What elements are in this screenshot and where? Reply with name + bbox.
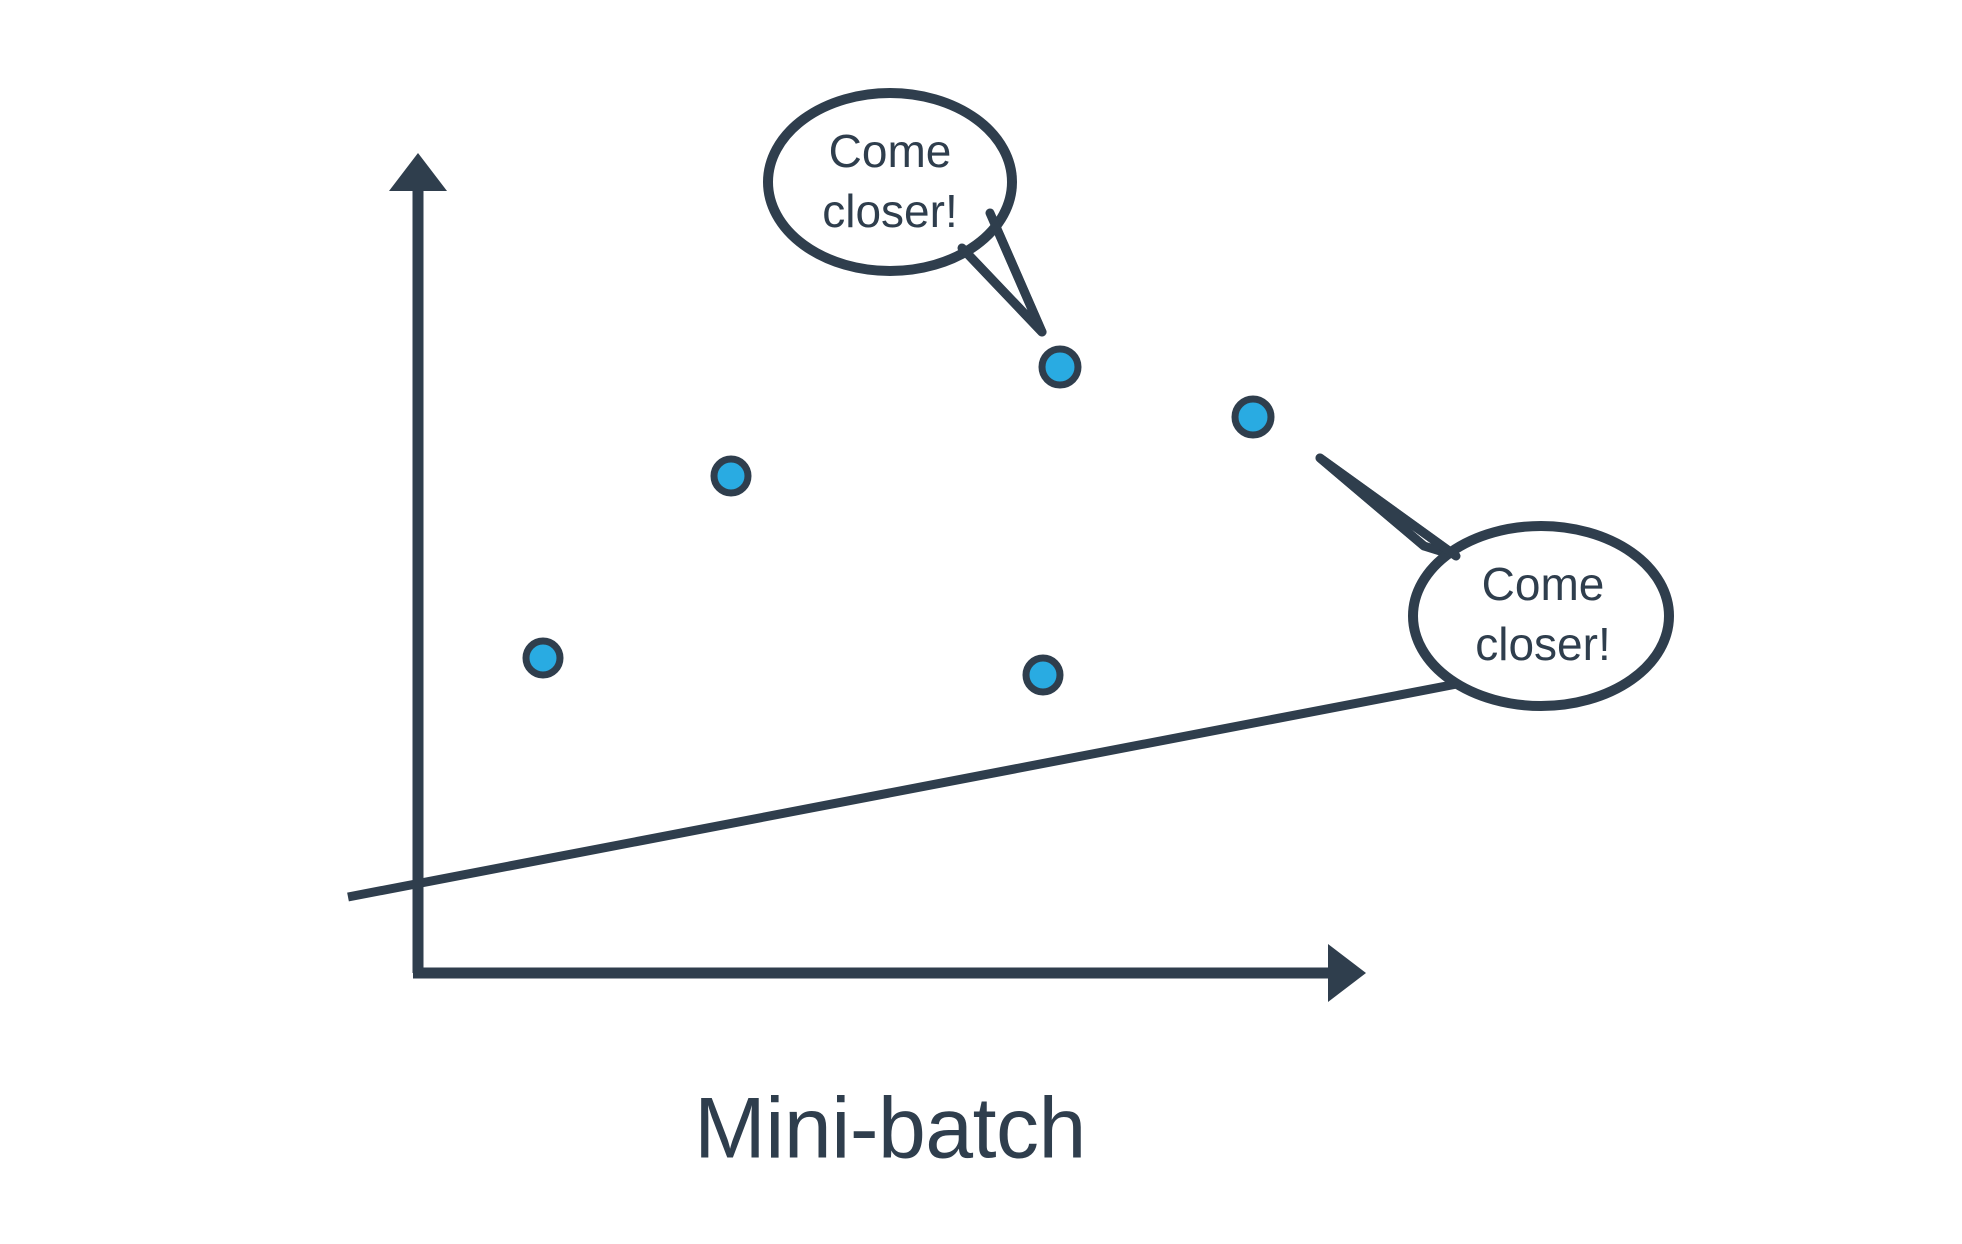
data-point[interactable] bbox=[710, 455, 752, 497]
data-point[interactable] bbox=[522, 637, 564, 679]
speech-bubble-right-line2: closer! bbox=[1475, 618, 1610, 670]
speech-bubble-top-line1: Come bbox=[829, 125, 952, 177]
speech-bubble-right-body bbox=[1408, 521, 1674, 711]
speech-bubble-right[interactable]: Come closer! bbox=[1315, 453, 1674, 711]
speech-bubble-right-tail-edges bbox=[1315, 453, 1461, 561]
regression-line bbox=[347, 678, 1463, 902]
x-axis-caption: Mini-batch bbox=[694, 1081, 1086, 1177]
speech-bubble-top-body bbox=[763, 88, 1017, 276]
speech-bubble-right-line1: Come bbox=[1482, 558, 1605, 610]
data-point[interactable] bbox=[1231, 395, 1275, 439]
speech-bubble-top[interactable]: Come closer! bbox=[763, 88, 1047, 337]
data-points-group bbox=[522, 345, 1275, 696]
data-point[interactable] bbox=[1038, 345, 1082, 389]
speech-bubble-top-tail-edges bbox=[957, 208, 1047, 337]
axes-group bbox=[389, 153, 1366, 1002]
speech-bubble-top-line2: closer! bbox=[822, 185, 957, 237]
y-axis-arrowhead bbox=[389, 153, 447, 191]
data-point[interactable] bbox=[1022, 654, 1064, 696]
x-axis-arrowhead bbox=[1328, 944, 1366, 1002]
